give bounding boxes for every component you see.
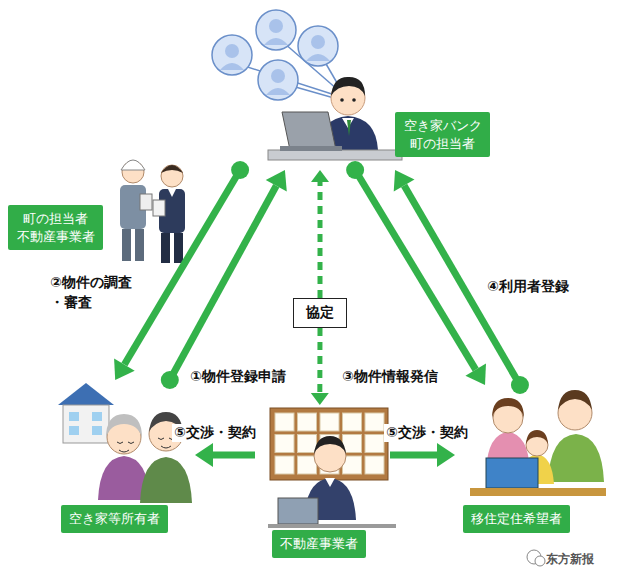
board-paper (343, 413, 362, 431)
mover-group: 移住定住希望者 (455, 385, 600, 540)
node-label-box: 空き家バンク 町の担当者 (395, 112, 490, 157)
node-text: 協定 (306, 304, 334, 322)
start-dot (161, 371, 179, 389)
board-paper (365, 456, 384, 474)
house (58, 383, 114, 443)
arrow-head (465, 363, 486, 385)
flow-arrow (390, 443, 455, 467)
board-paper (365, 413, 384, 431)
watermark: 东方新报 (546, 551, 594, 568)
start-dot (511, 376, 529, 394)
arrow-head (311, 393, 329, 405)
node-text: 町の担当者 不動産事業者 (16, 210, 95, 245)
bank-staff (268, 77, 402, 160)
edge-label: ③物件情報発信 (340, 368, 440, 386)
realtor-group: 不動産事業者 (255, 405, 390, 565)
inspectors (120, 160, 185, 263)
board-paper (343, 435, 362, 453)
dashed-arrow (311, 328, 329, 405)
notice-board (270, 408, 388, 480)
arrow-head (394, 170, 415, 192)
user-faces (220, 19, 330, 95)
board-paper (298, 413, 317, 431)
watermark-icon (527, 550, 545, 566)
inspector-label: 町の担当者 不動産事業者 (8, 205, 103, 250)
board-paper (298, 435, 317, 453)
node-label-box: 不動産事業者 (272, 530, 366, 558)
arrow-head (114, 358, 135, 380)
board-paper (365, 435, 384, 453)
node-text: 空き家等所有者 (69, 510, 160, 528)
owner-group: 空き家等所有者 (55, 380, 195, 540)
board-paper (275, 435, 294, 453)
arrow-head (311, 170, 329, 182)
board-paper (320, 413, 339, 431)
arrow-head (437, 443, 455, 467)
node-text: 空き家バンク 町の担当者 (403, 117, 482, 152)
flow-arrow (195, 443, 255, 467)
family (470, 390, 606, 496)
node-text: 不動産事業者 (280, 535, 358, 553)
arrow-head (195, 443, 213, 467)
agreement-box: 協定 (293, 298, 347, 328)
node-text: 移住定住希望者 (471, 510, 562, 528)
arrow-head (266, 170, 287, 192)
arrow-line (170, 186, 276, 380)
arrow-line (213, 452, 255, 459)
flow-arrow (114, 161, 249, 380)
node-label-box: 移住定住希望者 (463, 505, 570, 533)
arrow-line (318, 182, 323, 298)
board-paper (275, 413, 294, 431)
edge-label: ②物件の調査 ・審査 (48, 272, 139, 313)
edge-label: ⑤交渉・契約 (172, 424, 258, 442)
edge-label: ①物件登録申請 (188, 368, 288, 386)
edge-label: ④利用者登録 (485, 278, 571, 296)
arrow-line (124, 170, 240, 365)
flow-arrow (346, 161, 486, 385)
board-paper (298, 456, 317, 474)
arrow-line (317, 328, 322, 393)
user-bubbles (212, 10, 340, 100)
start-dot (231, 161, 249, 179)
dashed-arrow (311, 170, 329, 298)
node-label-box: 空き家等所有者 (61, 505, 168, 533)
start-dot (346, 161, 364, 179)
arrow-line (390, 452, 437, 459)
edge-label: ⑤交渉・契約 (384, 424, 470, 442)
board-paper (275, 456, 294, 474)
bank-group: 空き家バンク 町の担当者 (205, 25, 475, 170)
realtor (268, 436, 396, 528)
